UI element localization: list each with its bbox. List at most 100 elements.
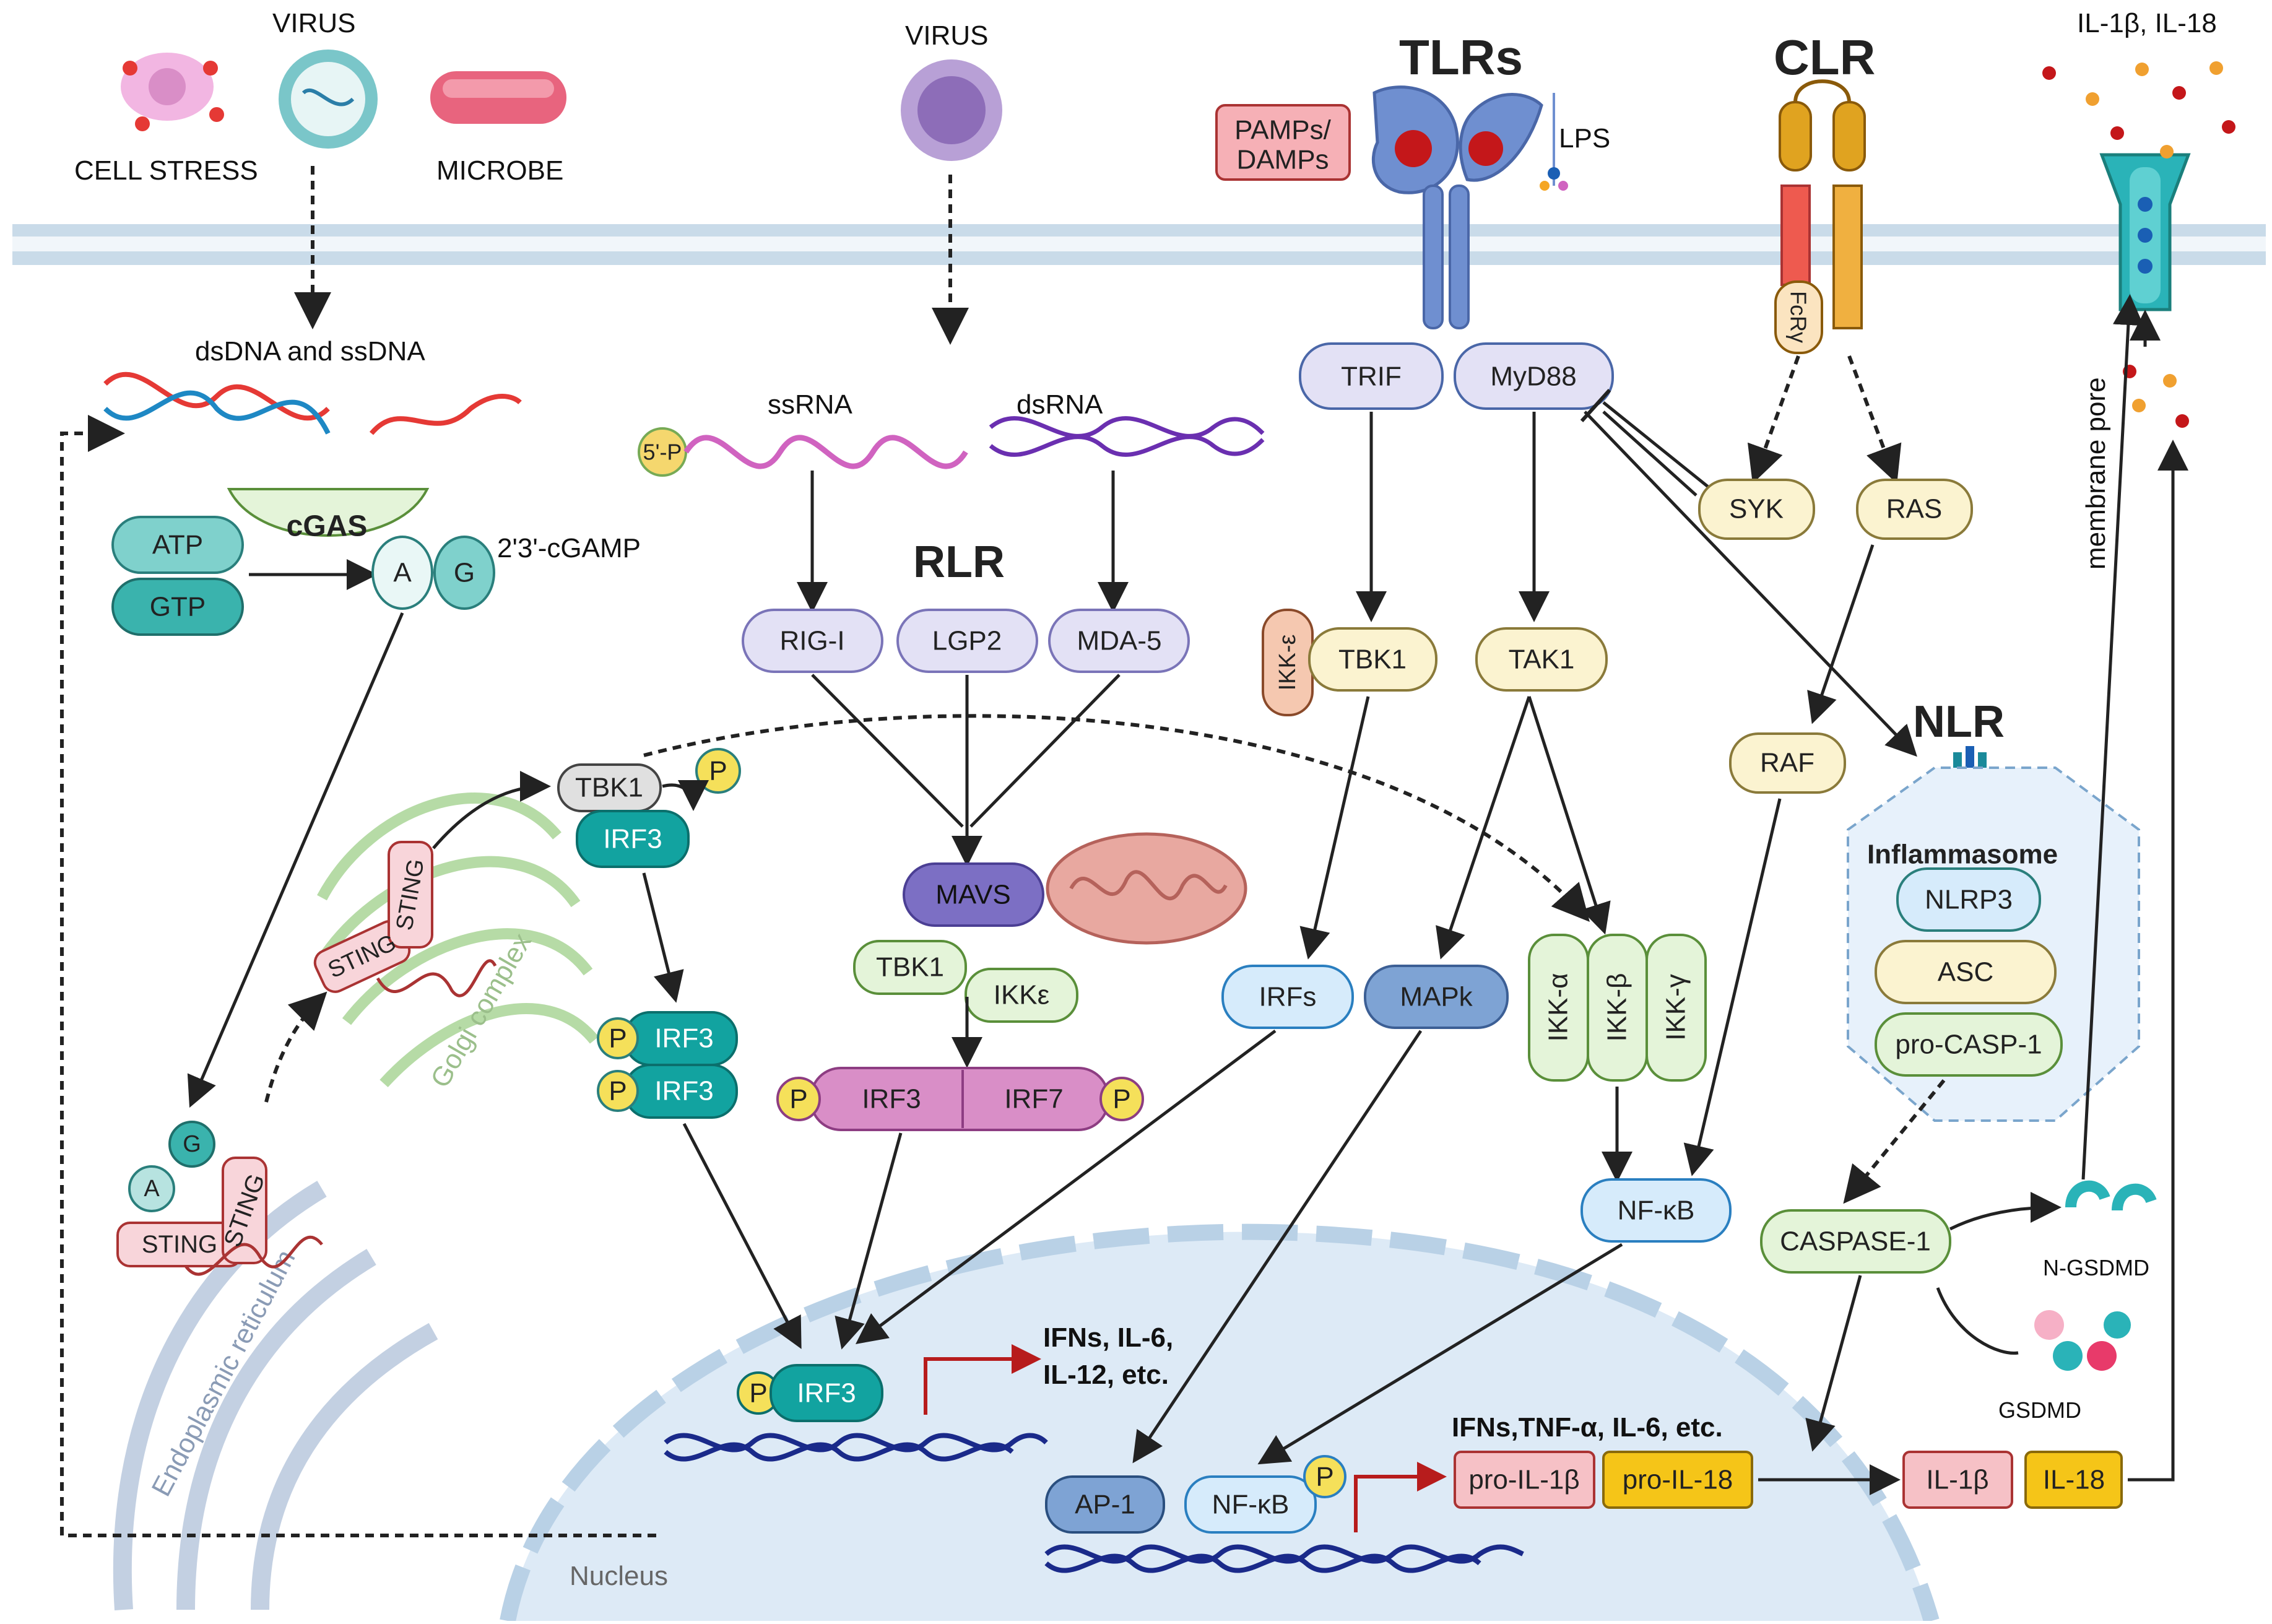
pro-il18-label: pro-IL-18	[1623, 1465, 1733, 1495]
virus-center-label: VIRUS	[905, 20, 988, 51]
nlrp3-box	[1896, 867, 2041, 932]
ikk-gamma-label: IKK-γ	[1661, 974, 1691, 1041]
irf3-irf7-complex	[810, 1067, 1109, 1131]
sting-er-complex	[116, 1121, 323, 1276]
pamps-line1: PAMPs/	[1234, 115, 1331, 145]
p-irf3-rlr-label: P	[789, 1084, 807, 1114]
ssrna-strand	[683, 435, 968, 469]
gtp-label: GTP	[150, 592, 206, 622]
ikke-box-rlr	[965, 968, 1078, 1023]
rigi-label: RIG-I	[779, 626, 844, 656]
tlr-title: TLRs	[1399, 30, 1523, 85]
p-nfkb-nucleus	[1303, 1455, 1346, 1498]
gsdmd-icon	[2034, 1310, 2131, 1371]
er-cgamp-g: G	[183, 1131, 201, 1157]
syk-label: SYK	[1729, 494, 1784, 524]
dna-helix-left	[664, 1433, 1048, 1462]
myd88-label: MyD88	[1490, 362, 1576, 392]
mapk-box	[1364, 965, 1509, 1029]
dsrna-label: dsRNA	[1017, 389, 1103, 420]
p-irf3-nucleus-label: P	[749, 1378, 767, 1409]
cell-stress-icon	[121, 53, 224, 131]
tbk1-cgas-label: TBK1	[575, 773, 643, 803]
pro-il1b-box	[1454, 1451, 1595, 1509]
microbe-icon	[430, 71, 566, 124]
nucleus-label: Nucleus	[570, 1561, 668, 1591]
trif-box	[1299, 342, 1444, 410]
ikke-tlr-label: IKK-ε	[1275, 635, 1301, 691]
cgamp-icon	[371, 536, 495, 610]
rigi-box	[742, 609, 883, 673]
lps-label: LPS	[1559, 123, 1610, 154]
clr-receptor-icon	[1779, 79, 1866, 329]
membrane-pore-label: membrane pore	[2081, 377, 2111, 570]
cgamp-label: 2'3'-cGAMP	[497, 533, 641, 563]
nlrp3-label: NLRP3	[1925, 885, 2013, 915]
ikke-rlr-label: IKKε	[994, 980, 1050, 1010]
fcry-box	[1774, 280, 1823, 354]
mda5-box	[1048, 609, 1190, 673]
tbk1-box-rlr	[853, 940, 967, 995]
ikk-gamma-box	[1645, 934, 1707, 1082]
nfkb-nucleus-label: NF-κB	[1212, 1490, 1290, 1520]
mavs-label: MAVS	[935, 880, 1010, 910]
p-irf3-rlr	[776, 1077, 821, 1121]
irf7-rlr-label: IRF7	[1004, 1084, 1063, 1114]
cgamp-a: A	[393, 558, 412, 588]
irf3-dimer-bottom-label: IRF3	[654, 1076, 713, 1106]
fcry-label: FcRγ	[1786, 291, 1811, 343]
virus-left-label: VIRUS	[272, 8, 355, 38]
cell-stress-label: CELL STRESS	[74, 155, 258, 186]
mavs-box	[903, 862, 1044, 927]
asc-box	[1875, 940, 2057, 1004]
p-dimer-top-label: P	[609, 1023, 627, 1054]
tbk1-box-tlr	[1308, 627, 1437, 692]
golgi-complex	[317, 792, 599, 1088]
five-p-label: 5'-P	[643, 440, 682, 465]
tak1-label: TAK1	[1509, 645, 1575, 675]
ifn-output-line2: IL-12, etc.	[1043, 1360, 1169, 1390]
myd88-box	[1454, 342, 1614, 410]
caspase1-box	[1760, 1209, 1951, 1274]
cell-membrane	[12, 224, 2266, 265]
nfkb-cyto-box	[1580, 1178, 1732, 1243]
inflammasome-label: Inflammasome	[1867, 840, 2058, 870]
cytokines-out-label: IL-1β, IL-18	[2077, 8, 2217, 38]
p-irf7-rlr	[1099, 1077, 1144, 1121]
il1b-box	[1902, 1451, 2013, 1509]
irf3-rlr-label: IRF3	[862, 1084, 921, 1114]
ngsdmd-icon	[2065, 1180, 2157, 1211]
nfkb-nucleus-box	[1184, 1475, 1317, 1534]
p-dimer-top	[597, 1017, 639, 1059]
procasp1-label: pro-CASP-1	[1895, 1030, 2042, 1060]
dna-helix-right	[1044, 1544, 1524, 1573]
mapk-label: MAPk	[1400, 982, 1473, 1012]
sting-golgi-complex	[313, 841, 497, 997]
virus-icon-center	[901, 59, 1002, 161]
pro-il18-box	[1602, 1451, 1753, 1509]
ifn-output-line1: IFNs, IL-6,	[1043, 1322, 1173, 1353]
virus-icon-left	[279, 50, 378, 149]
irf3-cgas-label: IRF3	[603, 824, 662, 854]
rlr-title: RLR	[913, 537, 1005, 587]
atp-label: ATP	[152, 530, 203, 560]
p-dimer-bottom	[597, 1070, 639, 1112]
cgas-label: cGAS	[287, 510, 368, 543]
il1b-label: IL-1β	[1926, 1465, 1988, 1495]
microbe-label: MICROBE	[436, 155, 563, 186]
caspase1-label: CASPASE-1	[1780, 1227, 1931, 1257]
clr-title: CLR	[1774, 30, 1875, 85]
ssrna-label: ssRNA	[768, 389, 853, 420]
lgp2-label: LGP2	[932, 626, 1002, 656]
il18-box	[2024, 1451, 2123, 1509]
p-dimer-bottom-label: P	[609, 1076, 627, 1106]
procasp1-box	[1875, 1012, 2063, 1077]
cgas-shape	[227, 488, 430, 537]
dsdna-label: dsDNA and ssDNA	[195, 336, 425, 367]
ikk-alpha-label: IKK-α	[1543, 973, 1574, 1041]
gsdmd-label: GSDMD	[1998, 1397, 2081, 1423]
p-irf7-rlr-label: P	[1112, 1084, 1130, 1114]
pamps-line2: DAMPs	[1236, 145, 1329, 175]
asc-label: ASC	[1938, 957, 1993, 988]
